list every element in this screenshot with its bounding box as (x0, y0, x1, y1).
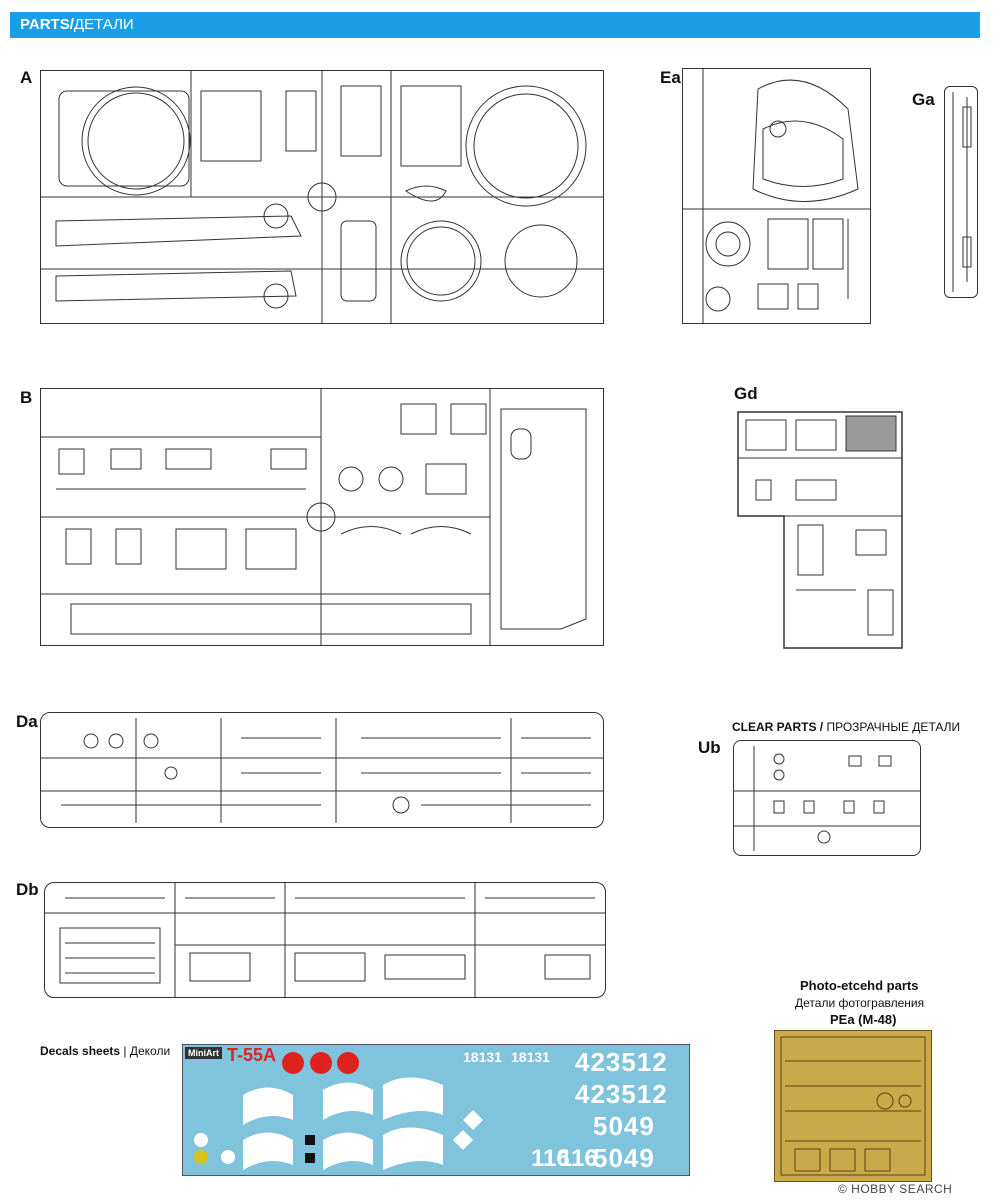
decal-number-6: 116 (559, 1145, 598, 1172)
sprue-ga-drawing (952, 92, 972, 292)
photo-etched-code: PEa (M-48) (830, 1012, 897, 1027)
header-bar: PARTS/ДЕТАЛИ (10, 12, 980, 38)
header-title-ru: ДЕТАЛИ (73, 16, 134, 33)
decal-number-3: 5049 (593, 1111, 655, 1141)
sprue-label-ea: Ea (660, 68, 681, 87)
decal-number-2: 423512 (575, 1079, 668, 1109)
sprue-ub-drawing (734, 746, 920, 851)
decals-title-en: Decals sheets (40, 1044, 121, 1058)
decal-model: T-55A (227, 1045, 277, 1065)
clear-parts-ru: ПРОЗРАЧНЫЕ ДЕТАЛИ (826, 720, 961, 734)
sprue-label-da: Da (16, 712, 38, 731)
sprue-db-drawing (45, 883, 605, 997)
decal-brand: MiniArt (185, 1047, 222, 1059)
sprue-ub (733, 740, 921, 856)
decal-number-5: 116 (531, 1145, 570, 1172)
photo-etched-fret (774, 1030, 932, 1182)
decal-number-small-2: 18131 (511, 1049, 550, 1065)
clear-parts-sep: / (816, 720, 827, 734)
sprue-ea (682, 68, 871, 324)
photo-etched-title: Photo-etcehd parts (800, 978, 919, 993)
sprue-b (40, 388, 604, 646)
decal-sheet: MiniArt T-55A 18131 18131 423512 423512 … (182, 1044, 690, 1176)
sprue-label-ga: Ga (912, 90, 935, 109)
decal-number-4: 5049 (593, 1143, 655, 1173)
decals-title-ru: Деколи (129, 1044, 171, 1058)
decals-title: Decals sheets | Деколи (40, 1044, 170, 1058)
sprue-b-drawing (41, 389, 587, 645)
decal-number-1: 423512 (575, 1047, 668, 1077)
sprue-db (44, 882, 606, 998)
sprue-da-drawing (41, 718, 603, 823)
sprue-ea-drawing (683, 69, 870, 323)
decal-graphics (194, 1052, 483, 1170)
watermark: © HOBBY SEARCH (838, 1182, 953, 1196)
sprue-label-ub: Ub (698, 738, 721, 757)
decal-number-small-1: 18131 (463, 1049, 502, 1065)
sprue-label-b: B (20, 388, 33, 407)
photo-etched-title-ru: Детали фотогравления (795, 996, 925, 1010)
sprue-ga (944, 86, 978, 298)
sprue-da (40, 712, 604, 828)
clear-parts-title: CLEAR PARTS / ПРОЗРАЧНЫЕ ДЕТАЛИ (732, 720, 960, 734)
sprue-label-gd: Gd (734, 384, 758, 403)
sprue-a-drawing (41, 71, 603, 323)
header-title-en: PARTS/ (20, 16, 74, 33)
sprue-label-a: A (20, 68, 33, 87)
decals-title-sep: | (120, 1044, 130, 1058)
sprue-gd (737, 411, 903, 649)
sprue-a (40, 70, 604, 324)
clear-parts-en: CLEAR PARTS (732, 720, 817, 734)
photo-etched-drawing (780, 1036, 926, 1176)
sprue-label-db: Db (16, 880, 39, 899)
